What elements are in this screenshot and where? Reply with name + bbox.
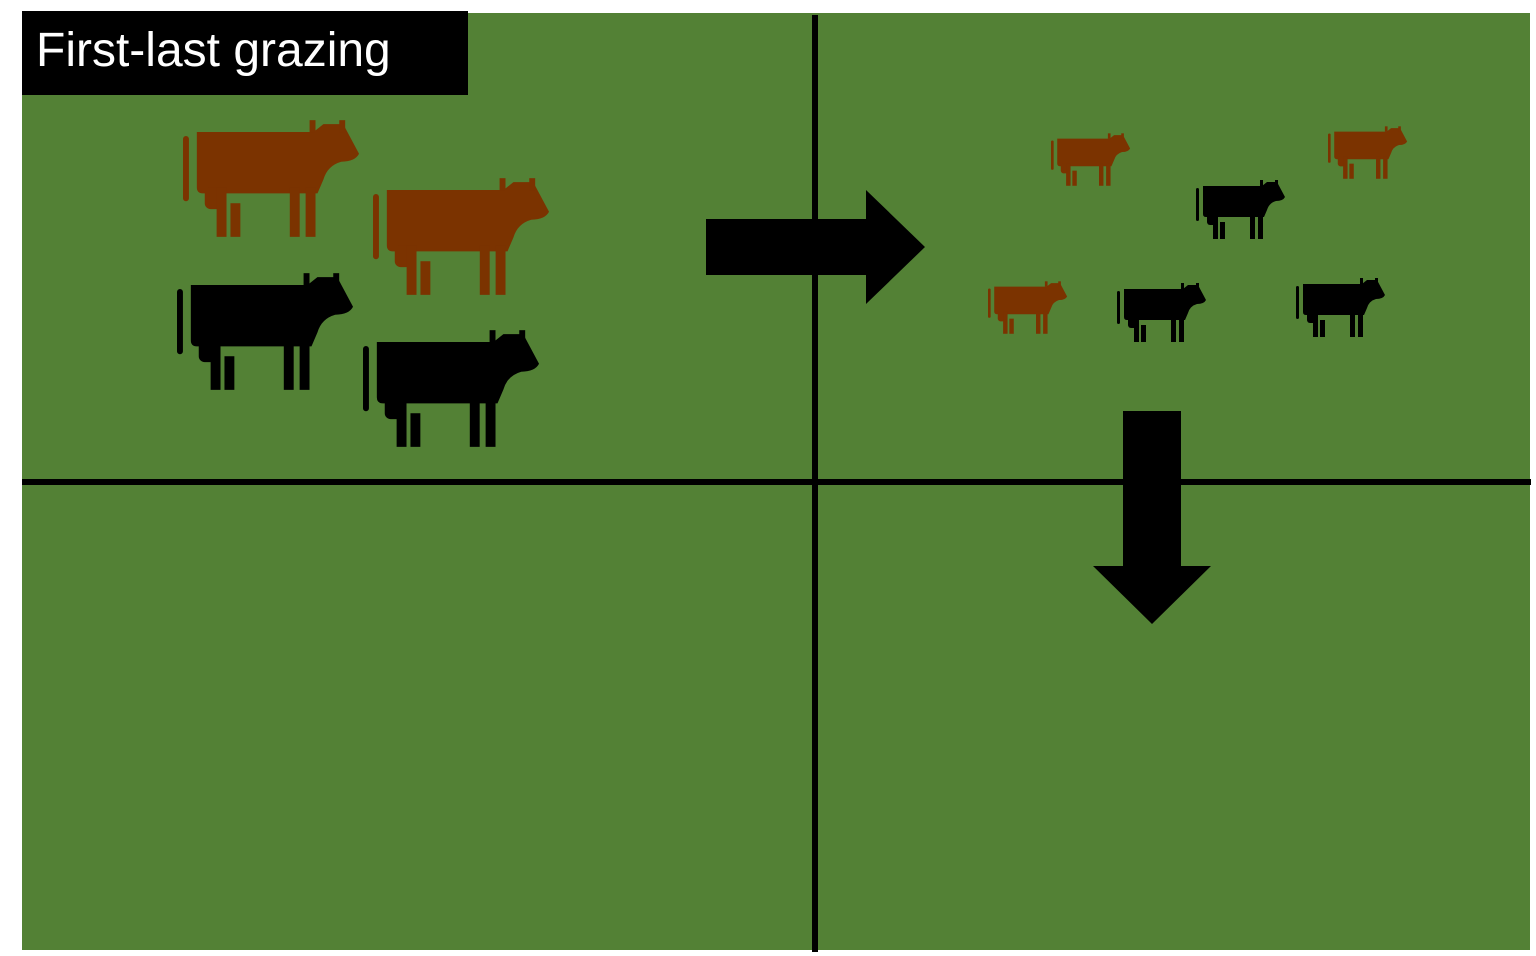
cow-icon	[373, 178, 550, 295]
cow-icon	[177, 273, 354, 390]
diagram-title: First-last grazing	[36, 24, 391, 77]
title-banner: First-last grazing	[22, 11, 468, 95]
cow-icon	[363, 330, 540, 447]
cow-icon	[1117, 283, 1206, 342]
cow-icon	[988, 281, 1068, 334]
cow-icon	[1296, 278, 1385, 337]
cow-icon	[1196, 180, 1285, 239]
arrow-right-icon	[706, 190, 925, 304]
arrow-down-icon	[1093, 411, 1211, 624]
cow-icon	[1051, 133, 1131, 186]
cow-icon	[183, 120, 360, 237]
cow-icon	[1328, 126, 1408, 179]
horizontal-fence-line	[22, 479, 1531, 485]
